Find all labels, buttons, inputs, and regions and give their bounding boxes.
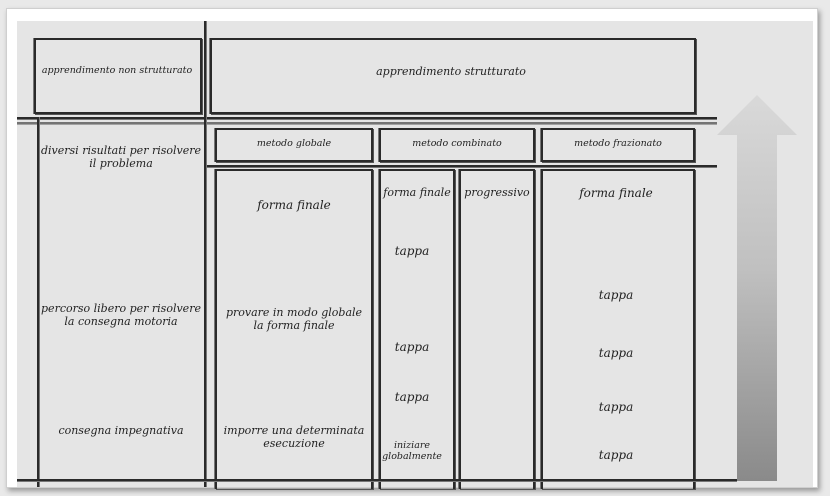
fractional-final-header: forma finale — [579, 186, 653, 200]
header-box-structured — [210, 38, 696, 114]
fractional-stage-2: tappa — [598, 346, 634, 360]
combined-progressive-header: progressivo — [464, 186, 530, 199]
header-box-unstructured — [34, 38, 202, 114]
global-column — [215, 169, 373, 489]
combined-stage-4: iniziare globalmente — [382, 440, 442, 462]
separator-line — [17, 117, 717, 119]
progression-arrow-icon — [717, 95, 797, 481]
left-column-line — [37, 117, 39, 487]
unstructured-item-2: percorso libero per risolvere la consegn… — [41, 302, 201, 328]
diagram-canvas: apprendimento non strutturato apprendime… — [17, 21, 813, 489]
fractional-stage-1: tappa — [598, 288, 634, 302]
method-fractional-label: metodo frazionato — [574, 138, 662, 149]
header-structured: apprendimento strutturato — [376, 65, 526, 78]
bottom-line — [17, 479, 737, 481]
method-separator-line — [207, 165, 717, 167]
fractional-stage-4: tappa — [598, 448, 634, 462]
global-item-2: provare in modo globale la forma finale — [225, 306, 363, 332]
global-item-3: imporre una determinata esecuzione — [223, 424, 365, 450]
combined-stage-2: tappa — [394, 340, 430, 354]
method-box-global — [215, 128, 373, 162]
separator-line-2 — [17, 122, 717, 124]
diagram-frame: apprendimento non strutturato apprendime… — [6, 8, 818, 489]
combined-stage-3: tappa — [394, 390, 430, 404]
fractional-stage-3: tappa — [598, 400, 634, 414]
method-box-fractional — [541, 128, 695, 162]
left-column-divider — [204, 21, 206, 487]
combined-final-column — [379, 169, 455, 489]
method-global-label: metodo globale — [256, 138, 332, 149]
combined-final-header: forma finale — [383, 186, 451, 199]
unstructured-item-3: consegna impegnativa — [58, 424, 184, 437]
method-box-combined — [379, 128, 535, 162]
header-unstructured: apprendimento non strutturato — [41, 65, 193, 76]
combined-progressive-column — [459, 169, 535, 489]
method-combined-label: metodo combinato — [412, 138, 502, 149]
fractional-column — [541, 169, 695, 489]
combined-stage-1: tappa — [394, 244, 430, 258]
global-item-1: forma finale — [257, 198, 331, 212]
unstructured-item-1: diversi risultati per risolvere il probl… — [41, 144, 201, 170]
